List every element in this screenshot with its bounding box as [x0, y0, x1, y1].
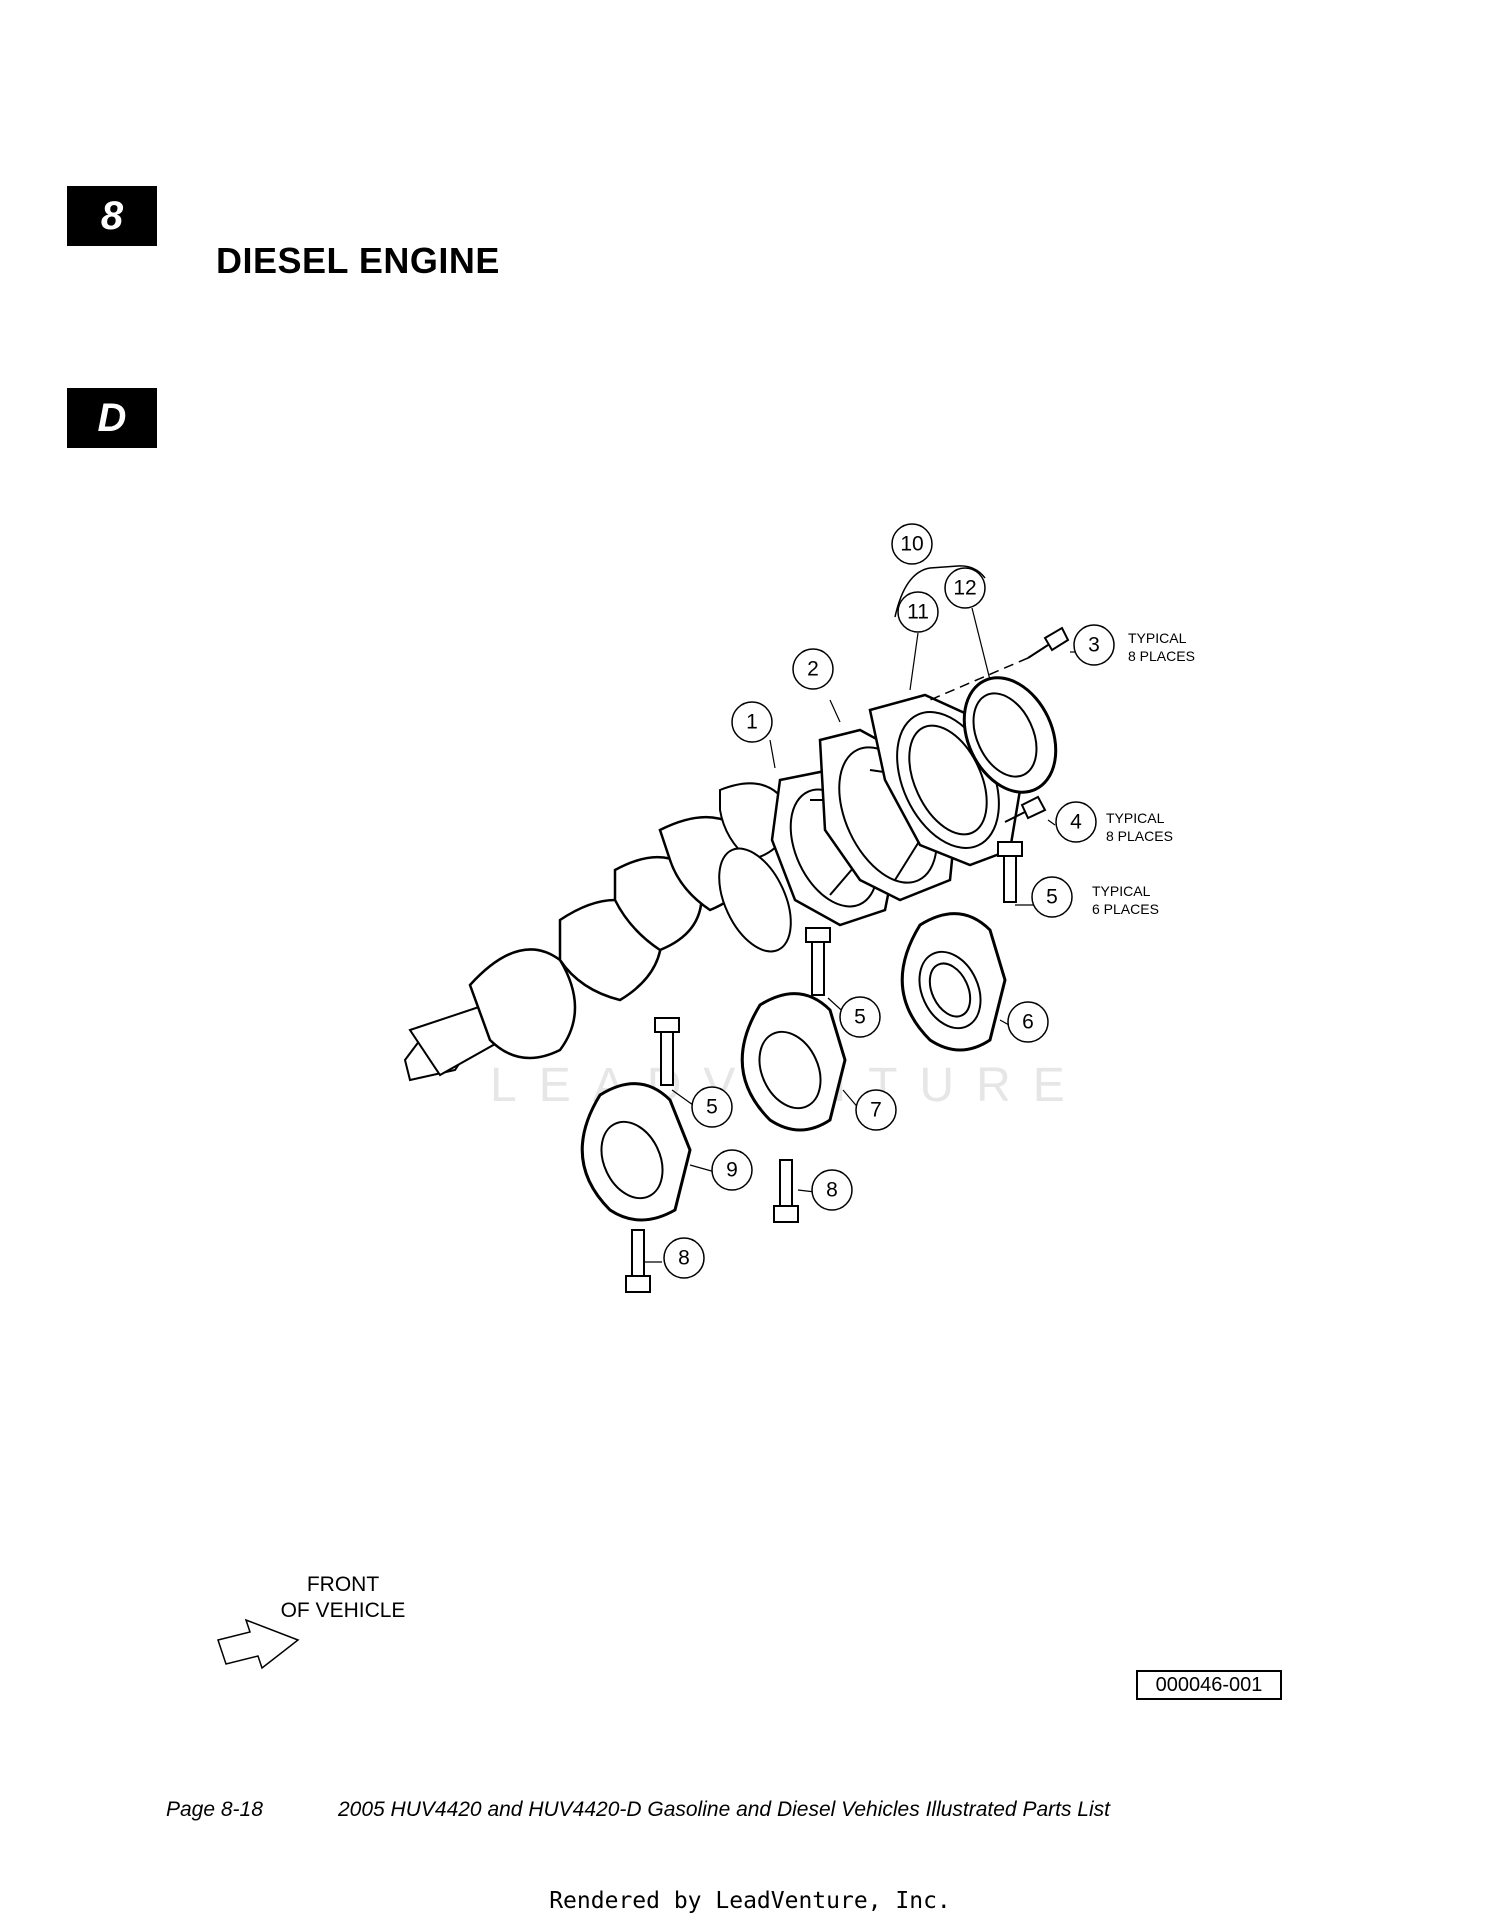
part-9-cap — [580, 1017, 692, 1222]
callout-5-left: 5 — [706, 1096, 718, 1119]
footer-title: 2005 HUV4420 and HUV4420-D Gasoline and … — [338, 1798, 1110, 1821]
callout-8-lower: 8 — [678, 1247, 690, 1270]
subsection-tab: D — [67, 388, 157, 448]
callout-11: 11 — [907, 601, 929, 624]
render-credit: Rendered by LeadVenture, Inc. — [549, 1888, 951, 1914]
callout-10: 10 — [900, 533, 923, 556]
crankshaft — [403, 782, 792, 1082]
callout-7: 7 — [870, 1099, 882, 1122]
note-3-line1: TYPICAL — [1128, 630, 1187, 646]
front-label-line1: FRONT — [306, 1573, 380, 1596]
callout-5-right: 5 — [1046, 886, 1058, 909]
part-12-seal — [962, 676, 1058, 794]
page-number: Page 8-18 — [166, 1798, 263, 1821]
callout-5-middle: 5 — [854, 1006, 866, 1029]
bolt-3 — [929, 626, 1070, 701]
callout-4: 4 — [1070, 811, 1082, 834]
note-5-line2: 6 PLACES — [1092, 901, 1159, 917]
drawing-id: 000046-001 — [1136, 1670, 1282, 1700]
callout-2: 2 — [807, 658, 819, 681]
bolt-8-lower — [625, 1229, 651, 1293]
bolt-8-upper — [773, 1159, 799, 1223]
part-7-cap — [740, 927, 847, 1132]
note-4-line1: TYPICAL — [1106, 810, 1165, 826]
part-6-cap — [900, 841, 1023, 1052]
callout-6: 6 — [1022, 1011, 1034, 1034]
callout-9: 9 — [726, 1159, 738, 1182]
bolt-4 — [1004, 795, 1047, 823]
callout-8-upper: 8 — [826, 1179, 838, 1202]
note-5-line1: TYPICAL — [1092, 883, 1151, 899]
page-title: DIESEL ENGINE — [216, 240, 500, 281]
front-arrow-icon — [217, 1618, 300, 1670]
callout-12: 12 — [953, 577, 976, 600]
note-3-line2: 8 PLACES — [1128, 648, 1195, 664]
front-of-vehicle-label: FRONT OF VEHICLE — [268, 1572, 418, 1624]
section-tab: 8 — [67, 186, 157, 246]
front-label-line2: OF VEHICLE — [280, 1599, 406, 1622]
note-4-line2: 8 PLACES — [1106, 828, 1173, 844]
callout-3: 3 — [1088, 634, 1100, 657]
callout-1: 1 — [746, 711, 758, 734]
